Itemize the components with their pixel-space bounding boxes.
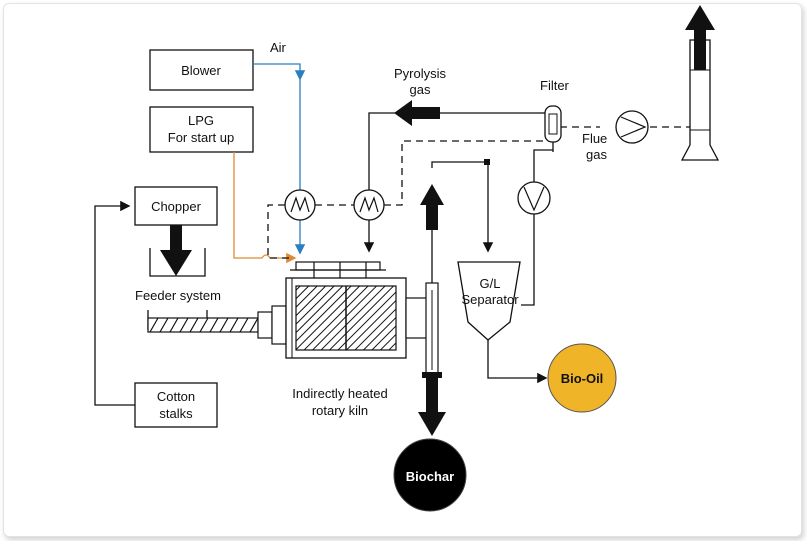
biochar-label: Biochar [406, 469, 454, 484]
bio-oil-label: Bio-Oil [561, 371, 604, 386]
chopper-box: Chopper [134, 186, 218, 226]
separator-label-line2: Separator [461, 292, 519, 307]
cotton-label-line2: stalks [159, 406, 193, 421]
pump-to-filter-line [533, 149, 553, 182]
flue-pump [615, 110, 649, 144]
gl-separator: G/L Separator [457, 261, 521, 341]
heat-exchanger-1 [284, 189, 316, 221]
lpg-label-line2: For start up [168, 130, 234, 145]
lpg-box: LPG For start up [149, 106, 254, 153]
filter-unit [544, 105, 562, 152]
blower-box: Blower [149, 49, 254, 91]
feeder-label: Feeder system [135, 288, 221, 303]
lpg-label-line1: LPG [188, 113, 214, 128]
feeder-hopper [149, 248, 206, 277]
pyrolysis-label-line2: gas [410, 82, 431, 97]
screw-conveyor [147, 305, 287, 345]
air-line [253, 63, 306, 81]
separator-pump [517, 181, 551, 215]
vapour-junction [484, 159, 490, 165]
filter-label: Filter [540, 78, 570, 93]
cotton-label-line1: Cotton [157, 389, 195, 404]
pyrolysis-label-line1: Pyrolysis [394, 66, 447, 81]
separator-label-line1: G/L [480, 276, 501, 291]
lpg-line [233, 152, 262, 259]
exhaust-stack [680, 5, 720, 161]
rotary-kiln [285, 261, 429, 359]
diagram-frame [3, 3, 802, 537]
flue-label-line2: gas [586, 147, 607, 162]
cotton-to-chopper-line [94, 200, 135, 406]
separator-to-pump-line [521, 214, 535, 306]
discharge-column [422, 282, 442, 378]
dashed-flue-line [384, 140, 560, 206]
chopper-label: Chopper [151, 199, 202, 214]
flue-label-line1: Flue [582, 131, 607, 146]
biochar-flow-arrow [418, 378, 446, 436]
vapour-line [431, 161, 494, 253]
heat-exchanger-2 [353, 189, 385, 221]
lpg-line-end [261, 252, 297, 264]
chopper-to-feeder-arrow [160, 225, 192, 276]
pyrolysis-flow-arrow [394, 100, 440, 126]
vapour-flow-arrow [420, 184, 444, 230]
cotton-stalks-box: Cotton stalks [134, 382, 218, 428]
pyrolysis-gas-line [368, 112, 540, 190]
air-label: Air [270, 40, 287, 55]
blower-label: Blower [181, 63, 221, 78]
separator-to-biooil-line [487, 340, 548, 384]
bio-oil-node: Bio-Oil [547, 343, 617, 413]
kiln-label-line1: Indirectly heated [292, 386, 387, 401]
biochar-node: Biochar [393, 438, 467, 512]
kiln-label-line2: rotary kiln [312, 403, 368, 418]
